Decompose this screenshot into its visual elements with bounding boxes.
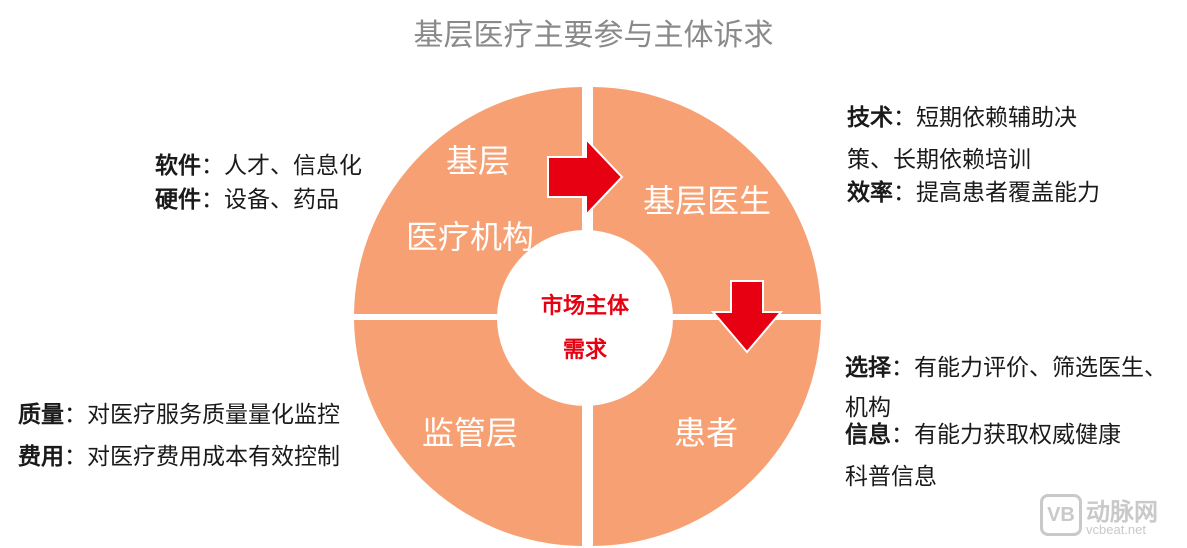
software-key: 软件 [155,153,201,179]
quadrant-top-right [593,87,821,314]
choice-value: ：有能力评价、筛选医生、 [891,355,1167,381]
efficiency-value: ：提高患者覆盖能力 [893,180,1100,207]
info-value: ：有能力获取权威健康 [891,422,1121,449]
quadrant-bottom-right-label: 患者 [674,414,738,452]
quadrant-top-left-label-2: 医疗机构 [406,218,534,256]
quadrant-bottom-left-label: 监管层 [422,414,518,452]
arrow-down-icon [710,280,784,354]
hardware-value: ：设备、药品 [201,186,339,213]
quality-key: 质量 [18,402,64,428]
choice-key: 选择 [845,355,891,381]
software-hardware-notes: 软件：人才、信息化 硬件：设备、药品 [155,153,362,214]
quality-value: ：对医疗服务质量量化监控 [64,402,340,428]
info-value-cont: 科普信息 [845,463,937,490]
watermark-name: 动脉网 [1086,498,1158,526]
doctor-notes: 技术：短期依赖辅助决 策、长期依赖培训 效率：提高患者覆盖能力 [847,105,1100,208]
watermark-url: vcbeat.net [1086,522,1146,537]
regulator-notes: 质量：对医疗服务质量量化监控 费用：对医疗费用成本有效控制 [18,402,340,471]
tech-value-cont: 策、长期依赖培训 [847,146,1031,173]
cost-key: 费用 [18,443,64,470]
patient-notes: 选择：有能力评价、筛选医生、 机构 信息：有能力获取权威健康 科普信息 [845,355,1167,491]
cost-value: ：对医疗费用成本有效控制 [64,443,340,470]
software-value: ：人才、信息化 [201,153,362,179]
watermark: VB 动脉网 vcbeat.net [1040,492,1180,542]
center-circle [497,230,673,406]
quadrant-top-left-label-1: 基层 [446,142,510,180]
center-label-2: 需求 [563,338,607,363]
page-title: 基层医疗主要参与主体诉求 [413,18,774,53]
info-key: 信息 [845,422,891,449]
arrow-right-icon [547,136,624,218]
quadrant-top-right-label: 基层医生 [643,182,771,220]
watermark-logo-icon: VB [1040,494,1082,536]
tech-value: ：短期依赖辅助决 [893,105,1077,131]
center-label-1: 市场主体 [541,293,630,319]
choice-value-cont: 机构 [845,394,891,421]
hardware-key: 硬件 [155,186,201,213]
tech-key: 技术 [847,105,893,131]
efficiency-key: 效率 [847,180,893,207]
